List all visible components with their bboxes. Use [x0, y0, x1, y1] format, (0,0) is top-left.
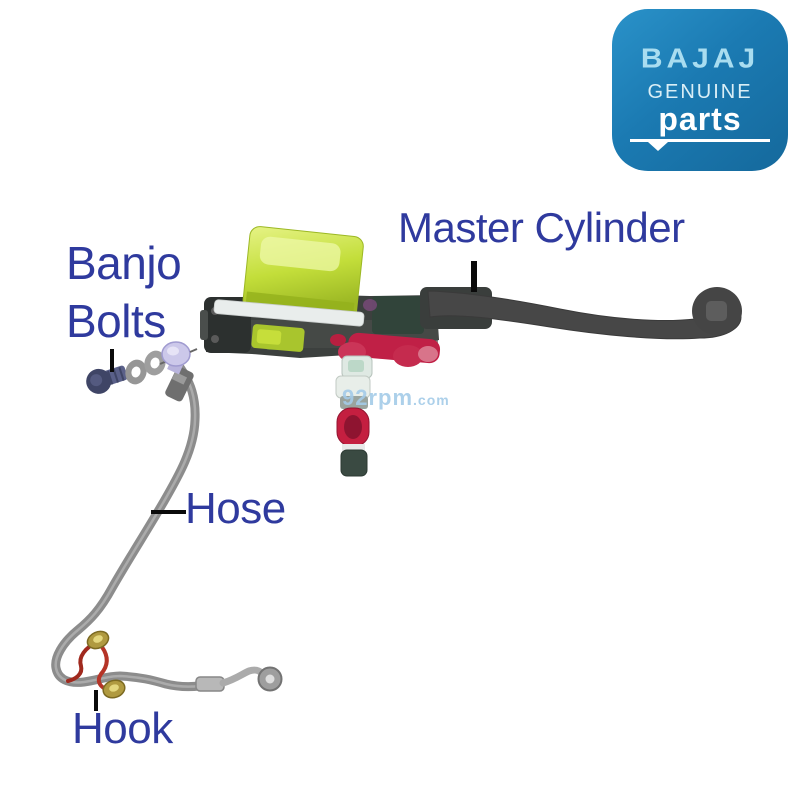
master-cylinder-body-illustration — [200, 294, 439, 358]
hose-end-ring-illustration — [257, 666, 283, 692]
watermark-text: 92rpm — [342, 385, 414, 410]
banjo-bolts-label: Banjo Bolts — [66, 234, 182, 350]
brake-hose-illustration — [51, 357, 205, 692]
brake-lever-illustration — [420, 287, 742, 340]
brass-fitting-illustration — [102, 679, 126, 699]
red-valve-parts-illustration — [330, 299, 441, 367]
banjo-bolt-illustration — [86, 365, 128, 394]
watermark-suffix: .com — [413, 392, 450, 408]
hose-hooks-illustration — [66, 630, 126, 699]
master-cylinder-label: Master Cylinder — [398, 204, 685, 251]
logo-genuine-text: GENUINE — [647, 81, 753, 103]
hose-label: Hose — [185, 484, 286, 533]
bajaj-genuine-parts-logo: BAJAJ GENUINE parts — [612, 9, 788, 171]
bajaj-wordmark: BAJAJ — [640, 43, 760, 74]
banjo-bolts-label-line2: Bolts — [66, 295, 166, 347]
logo-arrow-notch-icon — [648, 142, 668, 151]
reservoir-illustration — [213, 226, 365, 352]
lever-ball-end-illustration — [692, 287, 742, 335]
brass-fitting-illustration — [86, 630, 110, 650]
reservoir-lid-seam-illustration — [213, 299, 365, 327]
junction-block-illustration — [372, 296, 424, 334]
hook-label: Hook — [72, 704, 173, 753]
lower-cylinder-illustration — [335, 355, 373, 477]
logo-parts-text: parts — [658, 101, 742, 137]
washers-illustration — [125, 350, 168, 385]
watermark: 92rpm.com — [342, 385, 450, 411]
handlebar-clamp-illustration — [200, 297, 251, 353]
logo-underline — [630, 139, 770, 151]
banjo-bolts-label-line1: Banjo — [66, 237, 182, 289]
hose-end-fitting-illustration — [195, 666, 283, 692]
